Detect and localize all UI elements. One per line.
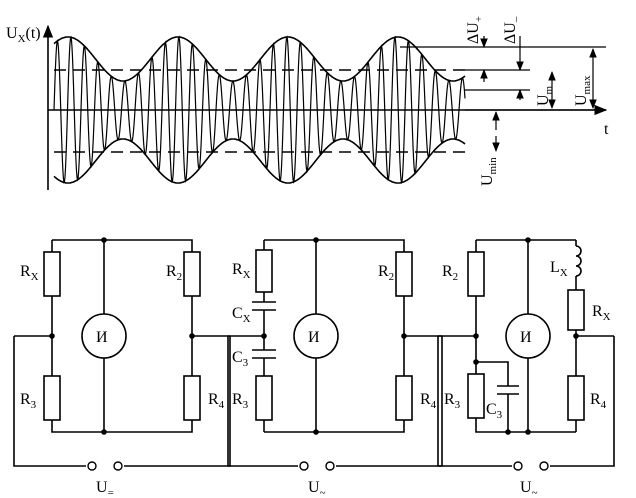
label-r4: R4 [590,391,607,411]
label-r2: R2 [378,263,394,283]
label-r3: R3 [232,391,249,411]
upper-envelope [53,36,466,82]
label-r3: R3 [444,391,461,411]
resistor-rx [255,249,273,293]
y-axis-label: UX(t) [6,25,41,45]
resistor-r2 [467,251,485,297]
label-r2: R2 [166,263,182,283]
u-max-label: Umax [573,75,593,106]
terminal-right [325,461,335,471]
delta-minus-label: ΔU– [502,16,522,44]
label-r3: R3 [20,391,37,411]
label-c3: C3 [486,401,503,421]
bridge-circuit-inductive: И R2 LX RX R3 C3 R4 U~ [437,237,615,498]
bridge-circuit-capacitive: И RX CX C3 R2 R3 R4 U~ [227,237,443,498]
terminal-right [539,461,549,471]
lower-envelope [53,138,466,184]
meter-label: И [308,329,320,346]
resistor-rx [567,289,585,331]
resistor-r2 [183,251,201,297]
label-source: U~ [308,479,326,498]
meter-label: И [96,329,108,346]
label-lx: LX [550,259,568,279]
resistor-r4 [183,375,201,421]
label-cx: CX [232,305,251,325]
resistor-r4 [567,375,585,421]
bridge-circuit-dc: И RX R2 R3 R4 U= [13,237,231,498]
label-source: U= [96,479,114,498]
meter [81,313,127,359]
label-source: U~ [520,479,538,498]
label-rx: RX [20,263,39,283]
meter [293,313,339,359]
label-r4: R4 [208,391,225,411]
resistor-r4 [395,375,413,421]
terminal-left [299,461,309,471]
resistor-r3 [467,373,485,419]
u-m-label: Um [535,85,555,106]
resistor-r2 [395,251,413,297]
resistor-rx [43,251,61,297]
terminal-right [113,461,123,471]
meter-label: И [520,329,532,346]
carrier-signal [53,35,466,185]
delta-plus-label: ΔU+ [465,16,485,44]
meter [505,313,551,359]
resistor-r3 [255,375,273,421]
label-c3: C3 [232,349,249,369]
terminal-left [513,461,523,471]
resistor-r3 [43,375,61,421]
x-axis-label: t [604,121,609,138]
label-rx: RX [232,261,251,281]
label-r2: R2 [442,263,458,283]
terminal-left [87,461,97,471]
inductor-lx [575,245,582,277]
u-min-label: Umin [479,157,499,186]
waveform-plot: UX(t) t ΔU+ ΔU– Um Umax Umin [6,16,609,190]
label-rx: RX [592,303,611,323]
label-r4: R4 [420,391,437,411]
